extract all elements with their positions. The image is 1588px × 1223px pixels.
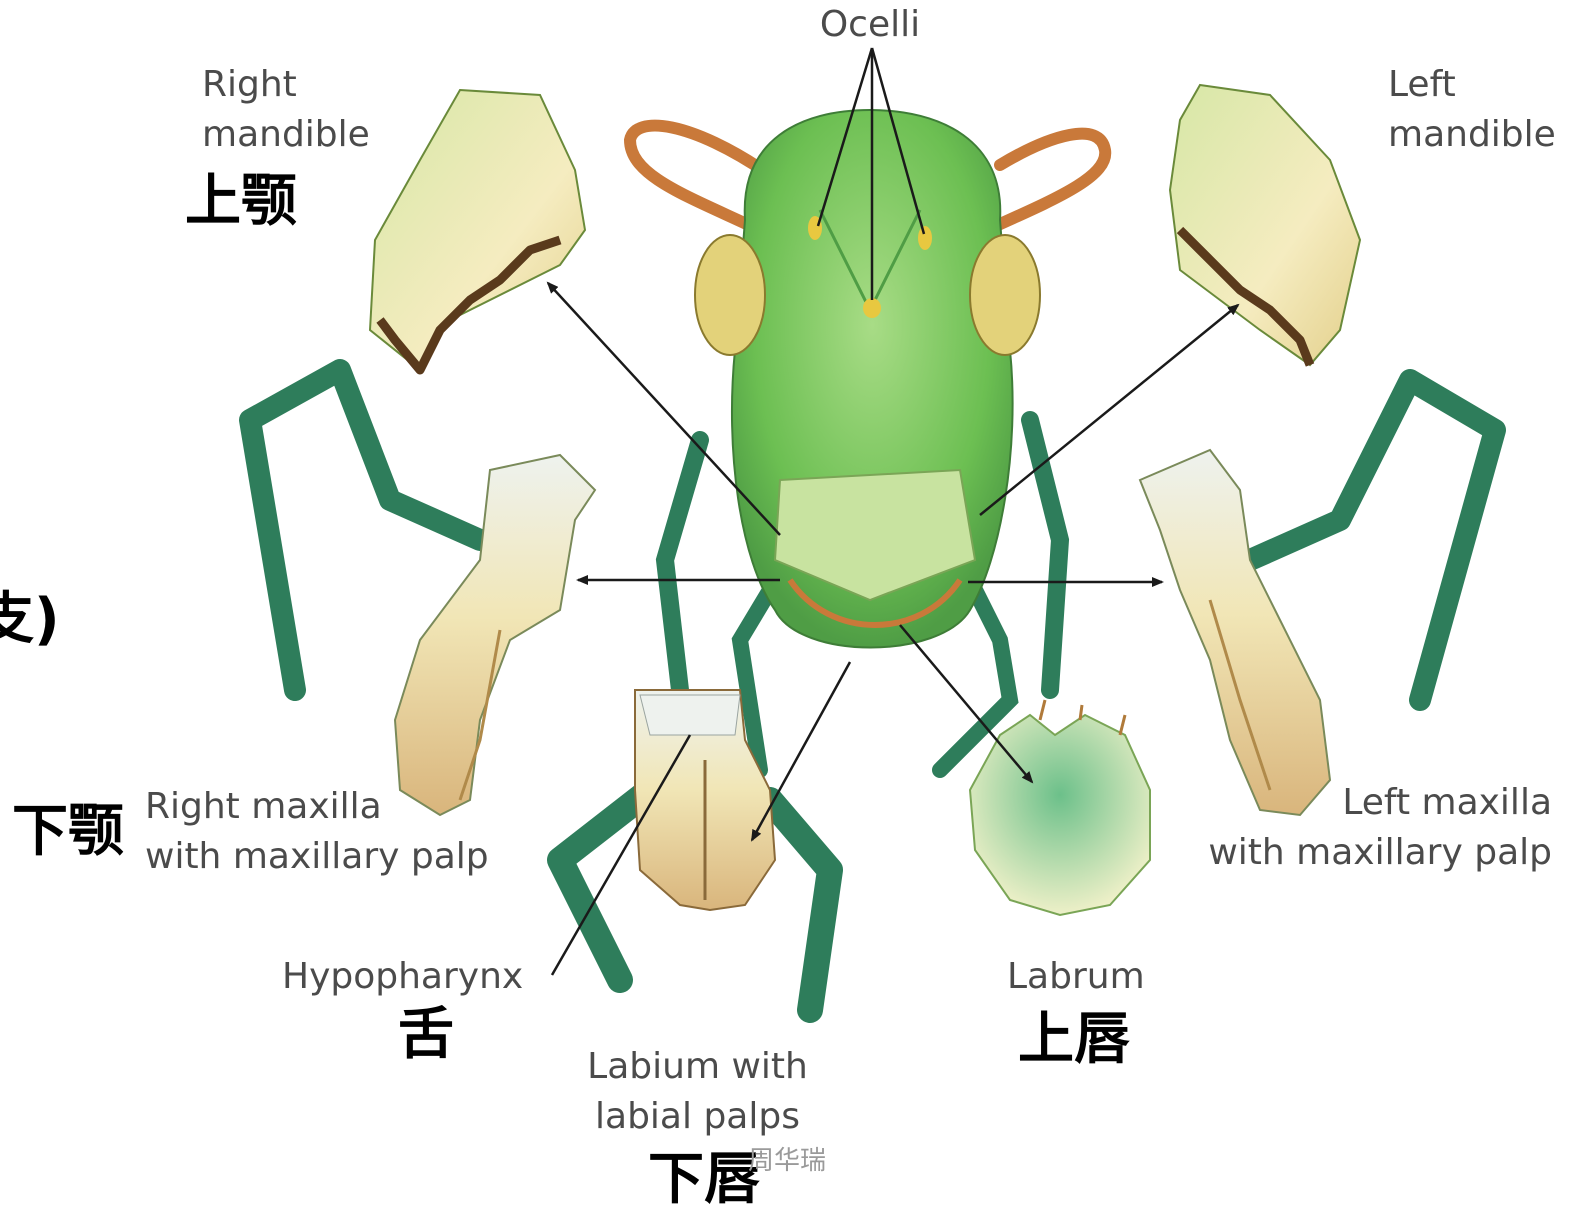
label-left-maxilla-line1: Left maxilla <box>1180 778 1552 828</box>
grasshopper-head <box>695 110 1040 648</box>
label-left-mandible-line1: Left <box>1388 60 1556 110</box>
zh-label-maxilla: 下颚 <box>12 802 124 862</box>
arrow-to-labium <box>752 662 850 840</box>
label-right-mandible: Right mandible <box>202 60 370 160</box>
right-mandible <box>370 90 585 370</box>
label-right-mandible-line2: mandible <box>202 110 370 160</box>
label-left-mandible: Left mandible <box>1388 60 1556 160</box>
label-labium-line2: labial palps <box>560 1092 835 1142</box>
labrum-part <box>970 700 1150 915</box>
label-labium: Labium with labial palps <box>560 1042 835 1142</box>
zh-label-labrum: 上唇 <box>1018 1010 1130 1070</box>
left-maxilla <box>1140 450 1330 815</box>
label-labrum: Labrum <box>1007 952 1145 1002</box>
left-compound-eye <box>970 235 1040 355</box>
label-left-mandible-line2: mandible <box>1388 110 1556 160</box>
label-hypopharynx: Hypopharynx <box>282 952 523 1002</box>
watermark-text: 周华瑞 <box>748 1146 826 1176</box>
label-left-maxilla: Left maxilla with maxillary palp <box>1180 778 1552 878</box>
right-compound-eye <box>695 235 765 355</box>
label-right-maxilla: Right maxilla with maxillary palp <box>145 782 489 882</box>
zh-label-cropped-fragment: 支) <box>0 590 60 650</box>
label-right-maxilla-line2: with maxillary palp <box>145 832 489 882</box>
left-mandible <box>1170 85 1360 365</box>
ocellus-median <box>863 298 881 318</box>
label-right-mandible-line1: Right <box>202 60 370 110</box>
left-labial-palp <box>770 800 830 1010</box>
label-left-maxilla-line2: with maxillary palp <box>1180 828 1552 878</box>
zh-label-mandible: 上颚 <box>185 172 297 232</box>
label-right-maxilla-line1: Right maxilla <box>145 782 489 832</box>
zh-label-labium: 下唇 <box>648 1150 760 1210</box>
ocellus-left <box>918 226 932 250</box>
head-leg-left-back <box>665 440 700 690</box>
hypopharynx-part <box>640 695 740 735</box>
zh-label-hypopharynx: 舌 <box>398 1005 454 1065</box>
label-ocelli: Ocelli <box>800 0 940 50</box>
label-labium-line1: Labium with <box>560 1042 835 1092</box>
